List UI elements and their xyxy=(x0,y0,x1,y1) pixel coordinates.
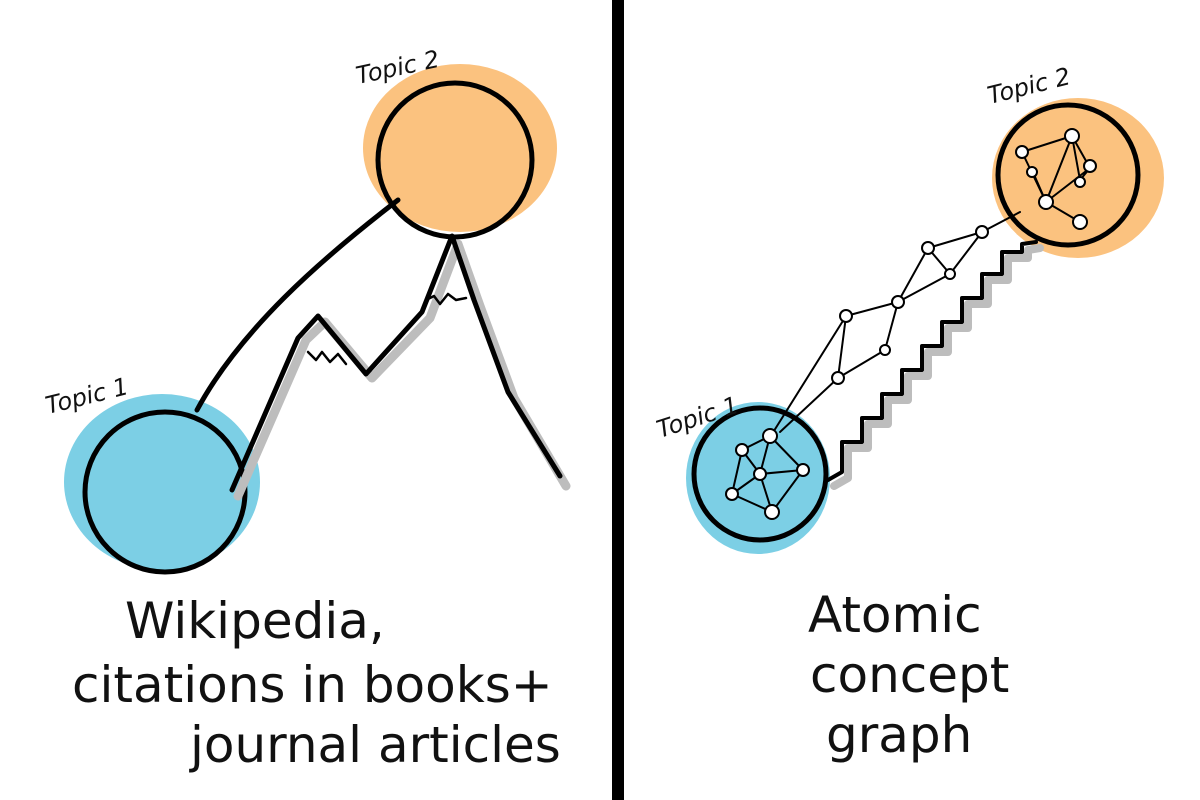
inner-node xyxy=(1083,159,1097,173)
topic-2-inner-edges xyxy=(1021,135,1091,223)
right-topic-1-outline xyxy=(691,405,829,543)
left-caption-line-1: Wikipedia, xyxy=(125,592,385,650)
chain-node xyxy=(944,268,956,280)
right-panel: Topic 2 Topic 1 Atomic concept graph xyxy=(653,62,1164,764)
left-topic-2-outline xyxy=(375,80,535,240)
inner-node xyxy=(1026,166,1038,178)
inner-node xyxy=(1072,214,1088,230)
left-topic-1-fill xyxy=(64,394,260,570)
staircase xyxy=(826,240,1038,482)
chain-node xyxy=(921,241,935,255)
mountain-path xyxy=(229,233,563,493)
inner-node xyxy=(725,487,739,501)
inner-node xyxy=(1038,194,1054,210)
left-caption-line-2: citations in books+ xyxy=(72,656,553,714)
right-topic-2-outline xyxy=(995,102,1141,248)
mountain-path-shadow xyxy=(233,239,571,501)
inner-node xyxy=(1074,176,1086,188)
inner-node xyxy=(735,443,749,457)
chain-node xyxy=(975,225,989,239)
inner-node xyxy=(764,504,780,520)
left-topic-1-outline xyxy=(82,409,248,575)
inner-node xyxy=(1064,128,1080,144)
inner-node xyxy=(762,428,778,444)
staircase-shadow xyxy=(830,244,1044,490)
left-panel: Topic 2 Topic 1 Wikipedia, citations in … xyxy=(43,45,571,774)
panel-divider xyxy=(612,0,624,800)
concept-chain-nodes xyxy=(831,225,989,385)
inner-node xyxy=(1015,145,1029,159)
chain-node xyxy=(839,309,853,323)
inner-node xyxy=(796,463,810,477)
right-caption-line-3: graph xyxy=(826,706,972,764)
chain-node xyxy=(891,295,905,309)
right-caption-line-2: concept xyxy=(810,646,1009,704)
chain-node xyxy=(831,371,845,385)
concept-chain-edges xyxy=(771,211,1021,435)
mountain-snowcap-left xyxy=(306,350,348,366)
left-topic-2-node xyxy=(363,64,557,240)
topic-2-inner-nodes xyxy=(1015,128,1097,230)
chain-node xyxy=(879,344,891,356)
right-caption-line-1: Atomic xyxy=(808,586,982,644)
left-topic-1-node xyxy=(64,394,260,575)
mountain-snowcap-right xyxy=(424,292,468,306)
left-caption-line-3: journal articles xyxy=(189,716,561,774)
left-direct-link xyxy=(194,197,401,413)
topic-1-inner-nodes xyxy=(725,428,810,520)
inner-node xyxy=(753,467,767,481)
